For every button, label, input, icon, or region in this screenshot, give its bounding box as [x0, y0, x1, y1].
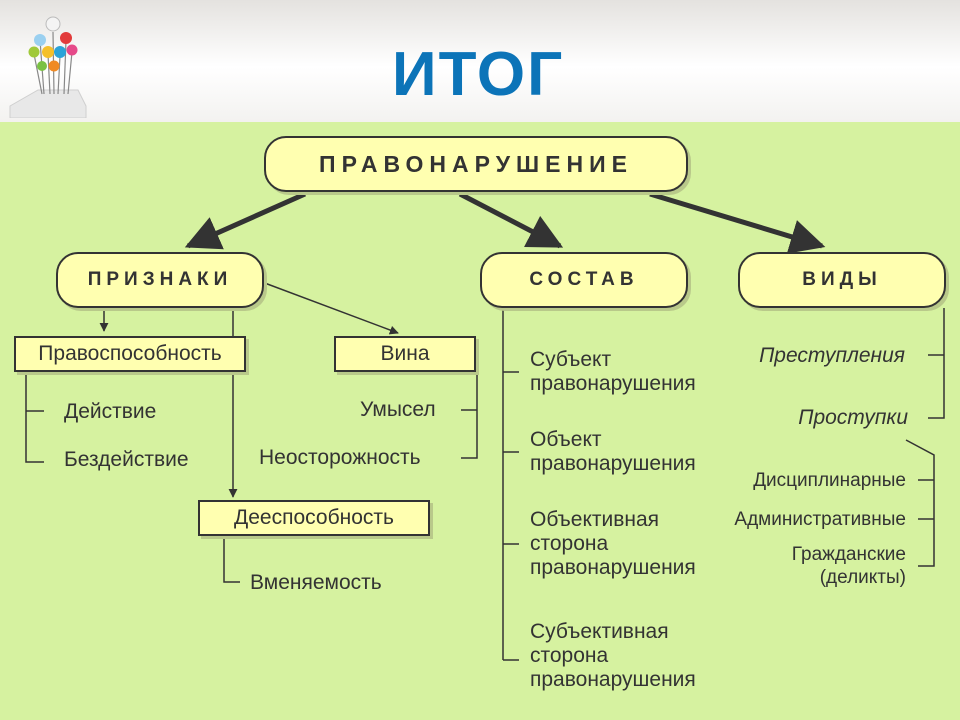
text-bezdeistvie: Бездействие	[64, 448, 189, 471]
text-neostorozhnost: Неосторожность	[259, 446, 421, 469]
arrow-to-vina	[261, 281, 399, 335]
text-disciplinarnye: Дисциплинарные	[753, 470, 906, 491]
text-deistvie: Действие	[64, 400, 157, 423]
slide-title: ИТОГ	[392, 40, 565, 109]
text-umysel: Умысел	[360, 398, 436, 421]
arrow-to-priznaki	[184, 191, 307, 250]
bracket-pravosposobnost	[25, 372, 44, 463]
node-vina: Вина	[334, 336, 476, 372]
text-sostav-subjective-side: Субъективная сторона правонарушения	[530, 620, 696, 691]
text-grazhdanskie: Гражданские (деликты)	[791, 544, 906, 588]
node-sostav: СОСТАВ	[480, 252, 688, 308]
text-administrativnye: Административные	[734, 509, 906, 530]
bracket-prostupki	[905, 439, 935, 567]
text-sostav-objective-side: Объективная сторона правонарушения	[530, 508, 696, 579]
node-vidy: ВИДЫ	[738, 252, 946, 308]
node-deesposobnost: Дееспособность	[198, 500, 430, 536]
bracket-vidy	[928, 308, 945, 419]
node-pravosposobnost: Правоспособность	[14, 336, 246, 372]
lightbulbs-logo-icon	[9, 16, 87, 118]
text-prestupleniya: Преступления	[759, 344, 905, 367]
bracket-vina	[461, 374, 478, 459]
text-sostav-subject: Субъект правонарушения	[530, 348, 696, 395]
slide-header	[0, 0, 960, 122]
text-sostav-object: Объект правонарушения	[530, 428, 696, 475]
arrow-to-sostav	[458, 191, 564, 249]
arrow-to-vidy	[649, 191, 826, 254]
text-vmenyaemost: Вменяемость	[250, 571, 382, 594]
text-prostupki: Проступки	[798, 406, 908, 429]
bracket-deesposobnost	[223, 537, 240, 583]
node-pravonarushenie: ПРАВОНАРУШЕНИЕ	[264, 136, 688, 192]
node-priznaki: ПРИЗНАКИ	[56, 252, 264, 308]
